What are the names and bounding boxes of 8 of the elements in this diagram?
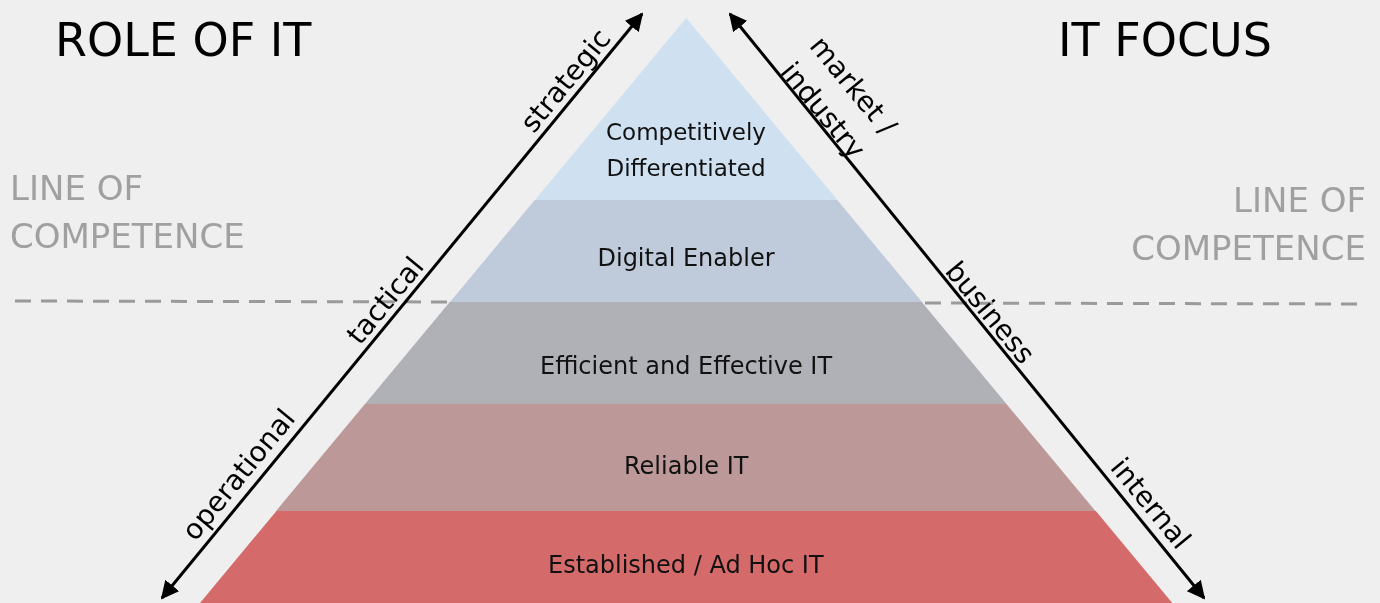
layer-label: Efficient and Effective IT bbox=[540, 352, 833, 380]
layer-label: Reliable IT bbox=[624, 452, 749, 480]
line-of-competence-label: LINE OF COMPETENCE bbox=[1130, 179, 1366, 270]
heading: IT FOCUS bbox=[1058, 12, 1272, 69]
heading: ROLE OF IT bbox=[55, 12, 312, 69]
layer-label: Established / Ad Hoc IT bbox=[548, 551, 824, 579]
layer-label: Digital Enabler bbox=[597, 244, 775, 272]
line-of-competence-label: LINE OF COMPETENCE bbox=[10, 167, 246, 258]
